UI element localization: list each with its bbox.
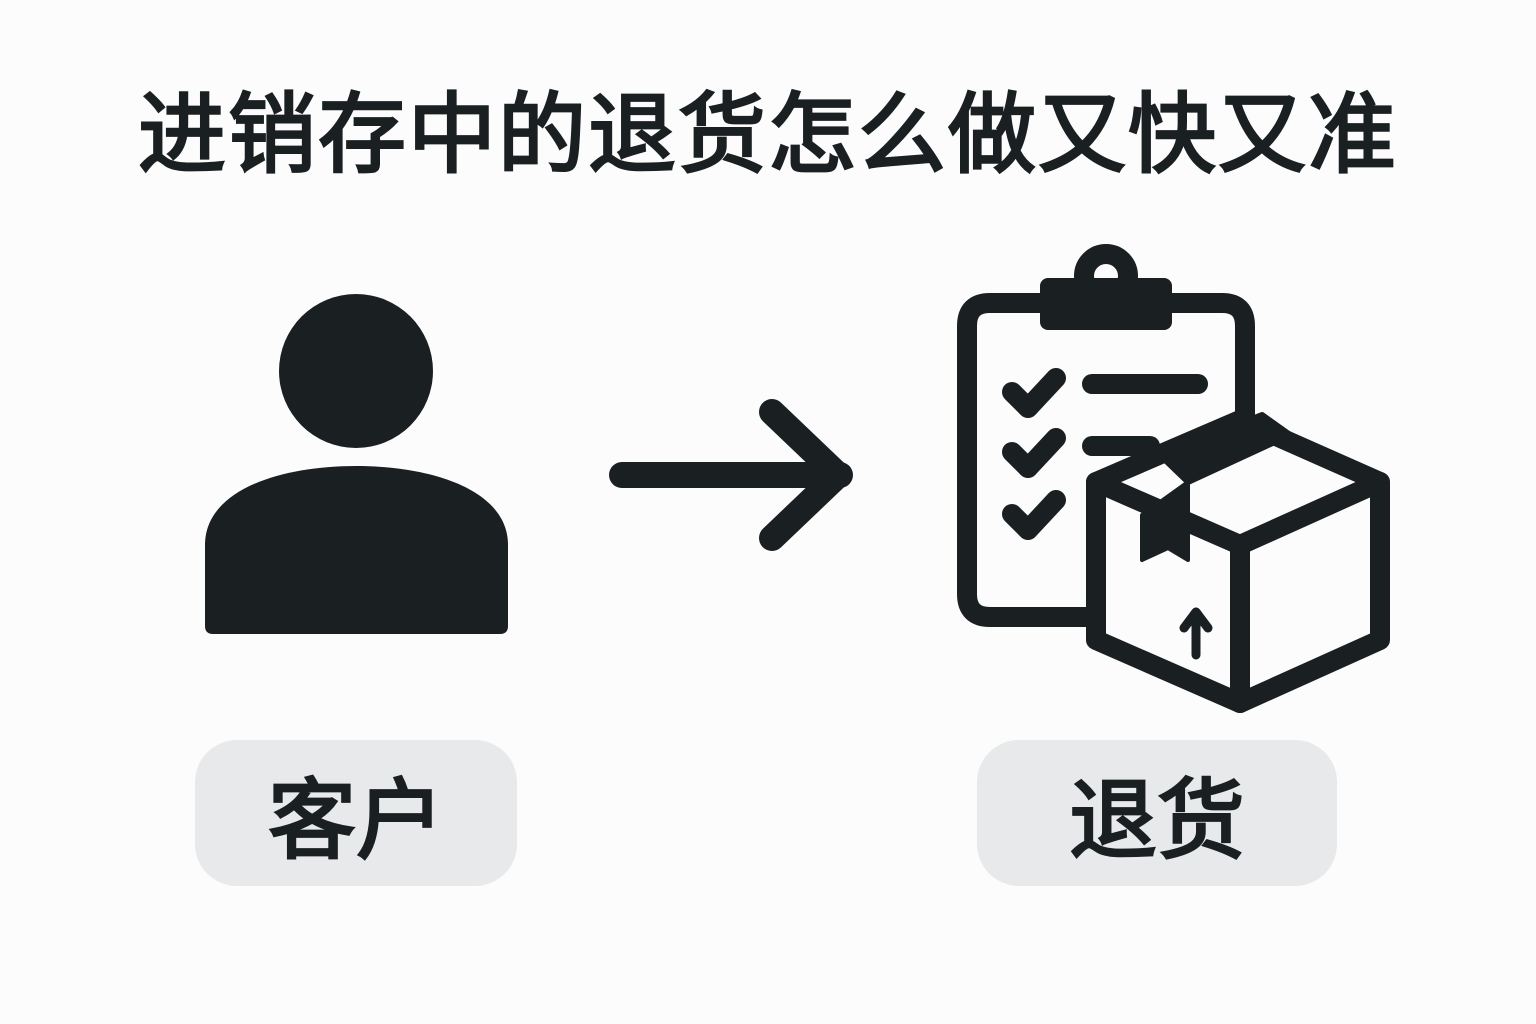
- arrow-right-icon: [609, 399, 853, 551]
- customer-label: 客户: [267, 768, 444, 872]
- return-label-pill: 退货: [977, 740, 1337, 886]
- person-icon: [205, 294, 508, 634]
- box-icon: [1086, 410, 1390, 713]
- page-title: 进销存中的退货怎么做又快又准: [137, 83, 1398, 186]
- customer-label-pill: 客户: [195, 740, 517, 886]
- clipboard-icon: [957, 244, 1255, 627]
- return-label: 退货: [1068, 768, 1245, 872]
